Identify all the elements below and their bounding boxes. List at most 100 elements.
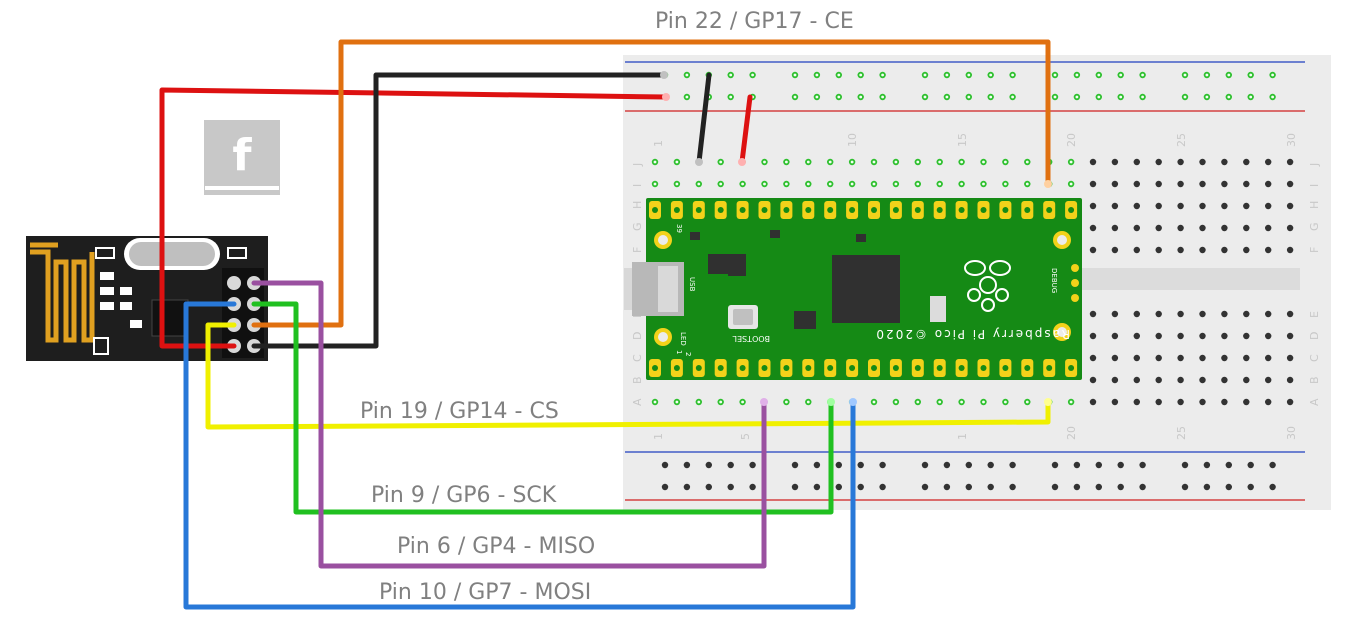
rail-hole [1009, 461, 1016, 469]
pico-pin-hole [805, 207, 812, 213]
rail-hole-center [945, 95, 949, 99]
rail-hole [1247, 461, 1254, 469]
rail-hole [1051, 483, 1059, 491]
breadboard-hole [1089, 202, 1097, 210]
breadboard-hole-center [697, 400, 701, 404]
breadboard-hole [1133, 398, 1141, 406]
pico-pin-hole [827, 365, 834, 371]
breadboard-hole [1177, 332, 1184, 340]
pico-pin-hole [958, 365, 965, 371]
rail-hole-center [751, 73, 754, 77]
bb-col-number: 1 [652, 433, 665, 440]
rail-hole-center [729, 95, 733, 99]
breadboard-hole [1265, 224, 1272, 232]
rail-hole-center [1271, 73, 1274, 77]
rail-hole-center [945, 73, 949, 77]
breadboard-hole [1243, 202, 1250, 210]
bb-row-letter: E [1308, 311, 1321, 318]
rail-hole-center [1227, 95, 1231, 99]
breadboard-hole [1133, 158, 1141, 166]
rail-hole-center [837, 95, 841, 99]
gnd-jumper-wire [696, 72, 712, 165]
breadboard-hole [1286, 158, 1294, 166]
breadboard-hole [1111, 180, 1119, 188]
rail-hole-center [1011, 95, 1014, 99]
rail-hole [727, 461, 734, 469]
breadboard-hole [1199, 180, 1206, 188]
pico-pin-hole [958, 207, 965, 213]
bb-col-number: 25 [1175, 426, 1188, 440]
breadboard-hole [1111, 202, 1119, 210]
breadboard-hole [1089, 398, 1097, 406]
pico-pin-hole [827, 207, 834, 213]
pico-pin-hole [980, 207, 987, 213]
bb-col-number: 30 [1285, 133, 1298, 147]
ce-wire [251, 39, 1051, 328]
breadboard-hole [1243, 158, 1250, 166]
pico-pin-hole [892, 365, 899, 371]
breadboard-hole [1265, 310, 1272, 318]
rail-hole-center [859, 73, 863, 77]
breadboard-hole [1221, 246, 1228, 254]
breadboard-hole [1243, 246, 1250, 254]
wire-ends [660, 71, 1052, 406]
breadboard-hole [1111, 158, 1119, 166]
rail-hole [661, 483, 669, 491]
rail-hole [1117, 461, 1124, 469]
breadboard-hole-center [828, 182, 832, 186]
rail-hole [1247, 483, 1254, 491]
breadboard-hole [1155, 180, 1162, 188]
breadboard-hole [1177, 224, 1184, 232]
bb-row-letter: D [631, 332, 644, 340]
breadboard-hole [1199, 202, 1206, 210]
breadboard-hole-center [1025, 182, 1029, 186]
breadboard-hole [1089, 158, 1097, 166]
rail-hole [1181, 461, 1189, 469]
breadboard-hole [1265, 398, 1272, 406]
breadboard-hole-center [916, 160, 920, 164]
rail-hole [1269, 483, 1276, 491]
miso-wire-label: Pin 6 / GP4 - MISO [397, 534, 595, 559]
breadboard-hole [1133, 180, 1141, 188]
breadboard-hole [1177, 246, 1184, 254]
breadboard-hole [1243, 354, 1250, 362]
rail-hole [1073, 483, 1081, 491]
rail-hole [749, 483, 756, 491]
mosi-wire [183, 301, 856, 610]
breadboard-hole-center [894, 160, 898, 164]
ce-wire-label: Pin 22 / GP17 - CE [655, 9, 854, 34]
breadboard-hole [1221, 310, 1228, 318]
cs-wire-label: Pin 19 / GP14 - CS [360, 399, 559, 424]
breadboard-hole-center [1069, 160, 1073, 164]
breadboard-hole [1286, 246, 1294, 254]
breadboard-hole [1221, 202, 1228, 210]
breadboard-hole [1155, 246, 1162, 254]
rail-hole-center [859, 95, 863, 99]
breadboard-hole [1265, 354, 1272, 362]
pico-pin-hole [980, 365, 987, 371]
pico-led-label: LED [679, 332, 687, 346]
pico-pin-hole [783, 365, 790, 371]
breadboard-hole [1177, 354, 1184, 362]
pico-pin-hole [1002, 365, 1009, 371]
breadboard-hole [1177, 180, 1184, 188]
rail-hole-center [815, 95, 819, 99]
rail-hole-center [1075, 73, 1079, 77]
rail-hole-center [923, 73, 927, 77]
breadboard-hole [1133, 224, 1141, 232]
rail-hole [1051, 461, 1059, 469]
breadboard-hole [1286, 354, 1294, 362]
miso-wire [251, 280, 767, 569]
pico-pin-hole [761, 365, 768, 371]
pico-pin-hole [1002, 207, 1009, 213]
bb-col-number: 20 [1065, 426, 1078, 440]
pico-debug-label: DEBUG [1050, 268, 1058, 293]
breadboard-hole [1111, 354, 1119, 362]
breadboard-hole [1155, 398, 1162, 406]
breadboard-hole [1221, 354, 1228, 362]
breadboard-hole [1089, 246, 1097, 254]
rail-hole-center [1141, 95, 1144, 99]
pico-pin-hole [1068, 207, 1075, 213]
breadboard-hole [1155, 202, 1162, 210]
breadboard-hole-center [763, 160, 766, 164]
